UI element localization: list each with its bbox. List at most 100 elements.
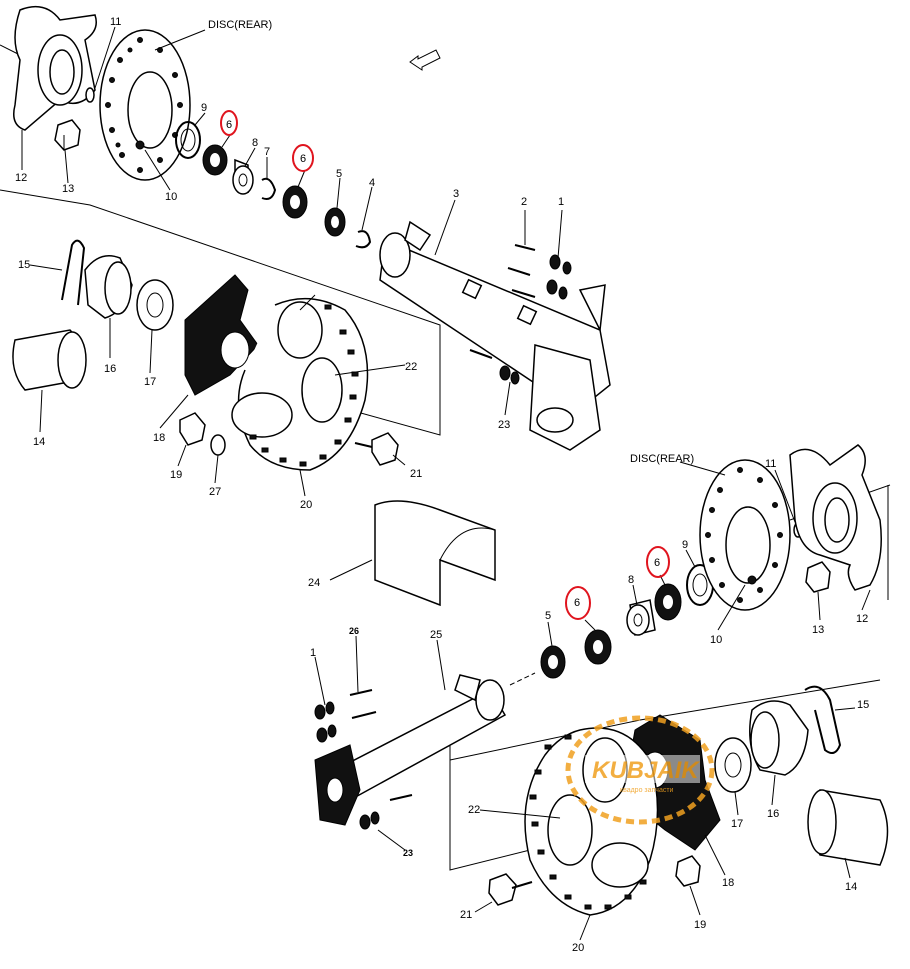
part-4-clip xyxy=(355,230,372,249)
label-27: 27 xyxy=(209,486,221,498)
part-17-washer-bottom xyxy=(714,737,752,793)
label-6a: 6 xyxy=(226,119,232,131)
part-12-hub-flange-bottom xyxy=(789,444,882,591)
part-11-washer xyxy=(85,87,95,103)
label-6b-bottom: 6 xyxy=(654,557,660,569)
part-21-bolt xyxy=(354,432,399,466)
part-15-cotter-pin xyxy=(61,239,86,306)
bottom-frame-left xyxy=(449,730,551,871)
part-16-castle-nut xyxy=(84,255,133,319)
watermark-brand: KUBJAIK xyxy=(592,757,700,784)
label-9: 9 xyxy=(201,102,207,114)
label-17-bottom: 17 xyxy=(731,818,743,830)
label-20: 20 xyxy=(300,499,312,511)
label-4: 4 xyxy=(369,177,375,189)
label-21: 21 xyxy=(410,468,422,480)
label-8: 8 xyxy=(252,137,258,149)
part-27-washer xyxy=(210,434,226,456)
label-20-bottom: 20 xyxy=(572,942,584,954)
label-8-bottom: 8 xyxy=(628,574,634,586)
label-19-bottom: 19 xyxy=(694,919,706,931)
part-2-bolts xyxy=(469,244,536,359)
label-15: 15 xyxy=(18,259,30,271)
label-5: 5 xyxy=(336,168,342,180)
part-25-axle xyxy=(314,672,536,826)
label-12-bottom: 12 xyxy=(856,613,868,625)
part-5-bearing-bottom xyxy=(540,645,566,679)
part-8-spacer-bottom xyxy=(626,599,656,636)
label-5-bottom: 5 xyxy=(545,610,551,622)
part-15-cotter-pin-bottom xyxy=(804,685,842,755)
part-19-nut xyxy=(179,412,206,446)
part-12-hub-flange xyxy=(13,5,97,131)
part-18-wheel-hub xyxy=(184,274,259,396)
part-3-axle-housing xyxy=(379,220,611,451)
part-7-circlip xyxy=(261,177,277,200)
label-9-bottom: 9 xyxy=(682,539,688,551)
part-1-nuts xyxy=(546,254,572,300)
label-11-bottom: 11 xyxy=(765,458,776,470)
label-15-bottom: 15 xyxy=(857,699,869,711)
label-10-bottom: 10 xyxy=(710,634,722,646)
part-6-bearing-b-bottom xyxy=(654,583,682,621)
label-6a-bottom: 6 xyxy=(574,597,580,609)
label-6b: 6 xyxy=(300,153,306,165)
part-24-cover xyxy=(374,500,496,607)
part-5-bearing xyxy=(324,207,346,237)
bottom-assembly: DISC(REAR) 1 5 6 6 8 9 10 11 12 13 14 15… xyxy=(308,444,891,954)
label-11: 11 xyxy=(110,16,121,28)
part-13-nut xyxy=(54,119,81,151)
label-21-bottom: 21 xyxy=(460,909,472,921)
part-8-spacer xyxy=(232,158,254,195)
part-6-bearing-a-bottom xyxy=(584,629,612,665)
label-16: 16 xyxy=(104,363,116,375)
label-disc-rear: DISC(REAR) xyxy=(208,19,272,31)
watermark-tagline: квадро запчасти xyxy=(620,787,674,794)
label-7: 7 xyxy=(264,146,270,158)
part-6-bearing-b xyxy=(282,185,308,219)
label-14-bottom: 14 xyxy=(845,881,857,893)
label-14: 14 xyxy=(33,436,45,448)
highlight-circle-6b xyxy=(292,144,314,172)
label-23-bottom: 23 xyxy=(403,848,413,858)
label-25-bottom: 25 xyxy=(430,629,442,641)
label-13-bottom: 13 xyxy=(812,624,824,636)
part-14-dust-cap xyxy=(12,329,87,391)
part-20-tire xyxy=(231,297,369,471)
part-disc-rear xyxy=(99,29,191,181)
label-23: 23 xyxy=(498,419,510,431)
label-1-bottom: 1 xyxy=(310,647,316,659)
label-12: 12 xyxy=(15,172,27,184)
label-disc-rear-bottom: DISC(REAR) xyxy=(630,453,694,465)
label-24-bottom: 24 xyxy=(308,577,320,589)
highlight-circle-6a-bottom xyxy=(565,586,591,620)
part-6-bearing-a xyxy=(202,144,228,176)
label-10: 10 xyxy=(165,191,177,203)
part-1-nuts-bottom xyxy=(314,701,337,743)
highlight-circle-6a xyxy=(220,110,238,136)
label-18: 18 xyxy=(153,432,165,444)
watermark-logo: KUBJAIK квадро запчасти xyxy=(565,715,715,825)
highlight-circle-6b-bottom xyxy=(646,546,670,578)
part-13-nut-bottom xyxy=(805,561,831,593)
part-17-washer xyxy=(136,279,174,331)
top-frame-line xyxy=(0,189,441,436)
arrow-direction-icon xyxy=(409,49,441,71)
part-21-bolt-bottom xyxy=(488,873,533,906)
part-16-castle-nut-bottom xyxy=(749,700,809,776)
label-1: 1 xyxy=(558,196,564,208)
label-16-bottom: 16 xyxy=(767,808,779,820)
part-disc-rear-bottom xyxy=(699,459,791,611)
label-17: 17 xyxy=(144,376,156,388)
label-18-bottom: 18 xyxy=(722,877,734,889)
part-23-nuts-bottom xyxy=(359,811,380,830)
bottom-leader-lines xyxy=(314,461,871,941)
part-19-nut-bottom xyxy=(675,855,701,887)
label-22: 22 xyxy=(405,361,417,373)
label-19: 19 xyxy=(170,469,182,481)
label-13: 13 xyxy=(62,183,74,195)
part-26-bolts xyxy=(349,689,413,801)
part-14-dust-cap-bottom xyxy=(807,789,889,866)
